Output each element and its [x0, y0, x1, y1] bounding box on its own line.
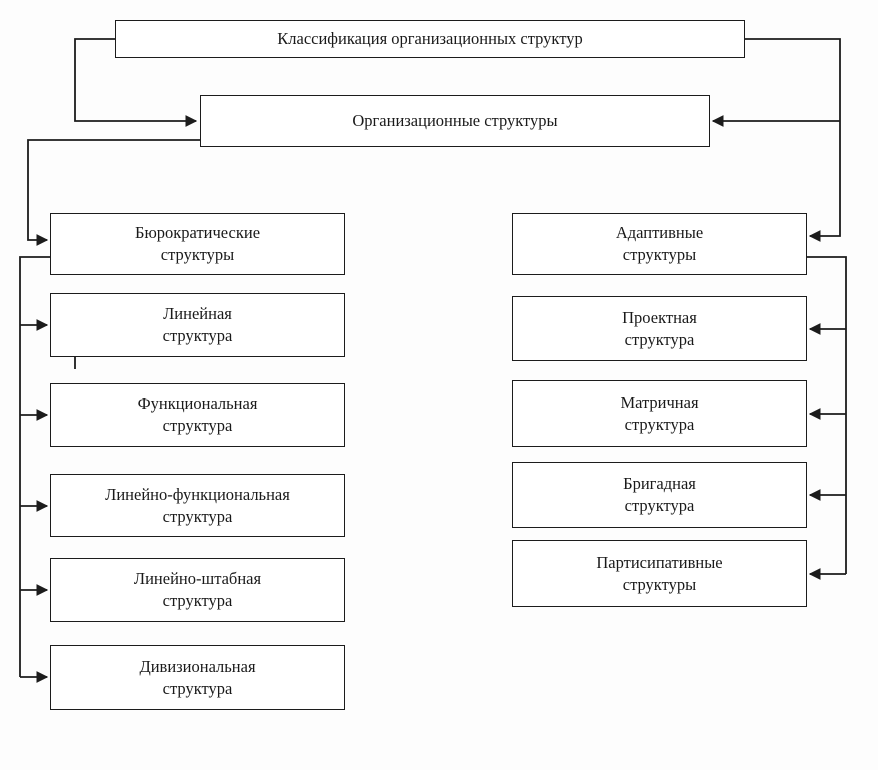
node-line-staff-structure: Линейно-штабная структура	[50, 558, 345, 622]
node-divisional-structure: Дивизиональная структура	[50, 645, 345, 710]
node-functional-structure: Функциональная структура	[50, 383, 345, 447]
node-project-structure: Проектная структура	[512, 296, 807, 361]
node-adaptive-structures: Адаптивные структуры	[512, 213, 807, 275]
node-classification-title: Классификация организационных структур	[115, 20, 745, 58]
node-org-structures: Организационные структуры	[200, 95, 710, 147]
right-bus-line	[807, 256, 847, 574]
left-bus-line	[19, 256, 50, 677]
node-linear-functional-structure: Линейно-функциональная структура	[50, 474, 345, 537]
node-linear-structure: Линейная структура	[50, 293, 345, 357]
connector-title-to-adaptive	[744, 38, 841, 242]
node-bureaucratic-structures: Бюрократические структуры	[50, 213, 345, 275]
node-brigade-structure: Бригадная структура	[512, 462, 807, 528]
node-matrix-structure: Матричная структура	[512, 380, 807, 447]
node-participative-structures: Партисипативные структуры	[512, 540, 807, 607]
